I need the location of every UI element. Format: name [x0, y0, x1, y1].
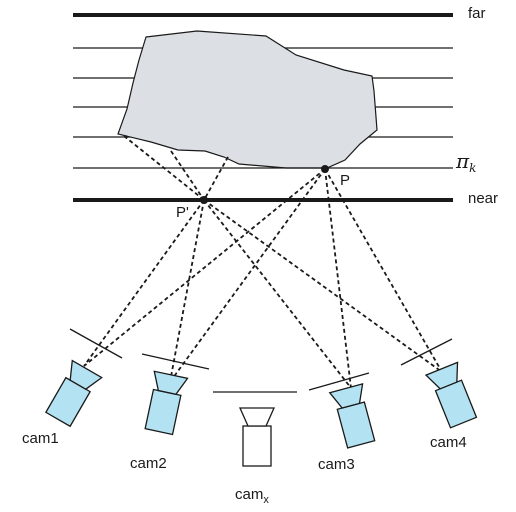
- projection-ray: [170, 150, 205, 201]
- cam4-camera-icon: [424, 361, 478, 429]
- camx-label: camx: [235, 486, 269, 509]
- scene-surface: [117, 30, 378, 169]
- projection-ray: [203, 199, 443, 373]
- projection-ray: [83, 168, 326, 367]
- cam1-label: cam1: [22, 430, 59, 447]
- projection-ray: [169, 168, 326, 383]
- cam4-label: cam4: [430, 434, 467, 451]
- cam2-camera-icon: [144, 370, 189, 436]
- plane-pi-k-label: πk: [456, 150, 476, 179]
- cam4-image-plane: [400, 338, 453, 366]
- projection-ray: [203, 156, 229, 201]
- plane-symbol: π: [456, 149, 470, 173]
- point-p-label: P: [340, 172, 351, 189]
- projection-ray: [324, 168, 352, 389]
- cam1-camera-icon: [44, 359, 103, 428]
- projection-ray: [83, 199, 205, 367]
- near-label: near: [468, 190, 499, 207]
- camx-label-sub: x: [263, 494, 269, 506]
- far-label: far: [468, 5, 486, 22]
- camx-label-base: cam: [235, 486, 264, 503]
- projection-ray: [203, 199, 352, 389]
- point-p-prime-marker: [200, 196, 208, 204]
- cam1-image-plane: [69, 328, 123, 359]
- point-p-marker: [321, 165, 329, 173]
- cam2-image-plane: [141, 353, 210, 370]
- cam3-label: cam3: [318, 456, 355, 473]
- projection-ray: [169, 199, 205, 383]
- point-p-prime-label: P': [176, 204, 189, 221]
- camx-camera-icon: [238, 407, 276, 467]
- projection-rays: [83, 135, 443, 389]
- projection-ray: [123, 135, 205, 201]
- cam3-image-plane: [308, 372, 370, 391]
- cam2-label: cam2: [130, 455, 167, 472]
- plane-index: k: [469, 161, 477, 175]
- cam3-camera-icon: [328, 383, 376, 449]
